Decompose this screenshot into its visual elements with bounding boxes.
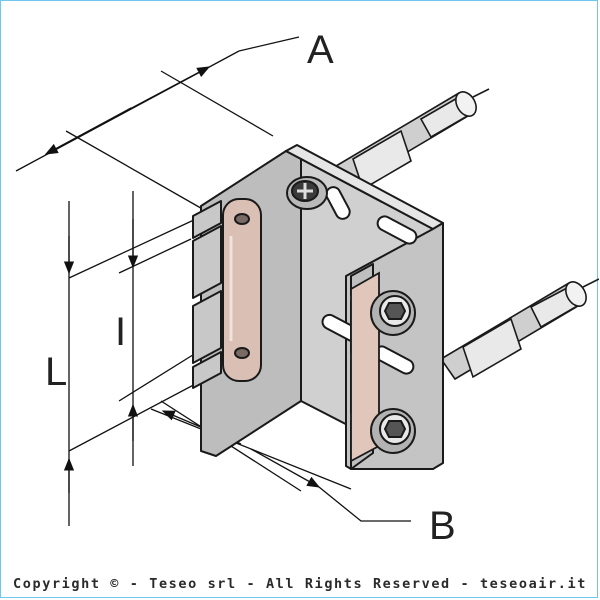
wall-plug-upper — [329, 88, 490, 191]
copyright-footer: Copyright © - Teseo srl - All Rights Res… — [13, 576, 587, 592]
dimension-b-label: B — [429, 504, 456, 548]
bracket-technical-drawing: A B L I — [15, 28, 599, 548]
dimension-l-label: L — [45, 350, 67, 394]
dimension-a-label: A — [307, 28, 334, 72]
socket-screw-upper — [370, 290, 416, 336]
phillips-screw — [286, 176, 328, 210]
dimension-i-label: I — [115, 310, 126, 354]
socket-screw-lower — [370, 408, 416, 454]
front-clamp-plate — [222, 198, 262, 382]
wall-plug-lower — [439, 278, 599, 381]
